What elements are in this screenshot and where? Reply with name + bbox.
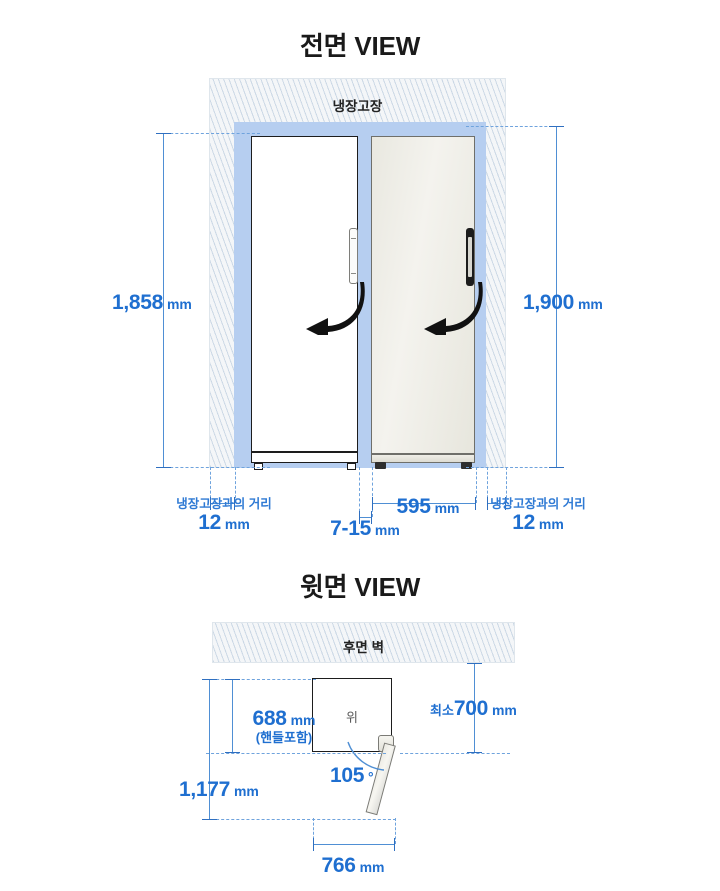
- ext-v-top-width-right: [394, 818, 396, 844]
- dim-label-total-depth: 1,177 mm: [179, 778, 259, 801]
- ext-top-unit-front: [206, 678, 316, 680]
- dim-line-clearance: [474, 663, 476, 753]
- left-door-swing-arrow: [306, 282, 365, 335]
- dim-line-total-width: [313, 844, 394, 846]
- door-angle-arc: [347, 741, 385, 771]
- left-refrigerator-base: [251, 452, 358, 463]
- dim-tick-total-width-left: [312, 838, 315, 851]
- dim-tick-clearance-bottom: [467, 751, 482, 754]
- dim-label-left-height: 1,858 mm: [112, 291, 192, 314]
- dim-line-right-height: [556, 126, 558, 468]
- ext-top-clearance-bottom: [400, 752, 510, 754]
- dim-tick-total-depth-bottom: [202, 818, 217, 821]
- left-refrigerator-foot-left: [254, 463, 263, 470]
- dim-tick-width-start: [371, 497, 374, 510]
- dim-tick-right-gap-end: [504, 497, 507, 510]
- ext-top-door-tip: [206, 818, 396, 820]
- dim-line-left-gap: [211, 503, 234, 505]
- dim-line-right-gap: [488, 503, 505, 505]
- dim-line-center-gap: [360, 517, 371, 519]
- dim-tick-total-depth-top: [202, 678, 217, 681]
- dim-tick-depth-handle-bottom: [225, 751, 240, 754]
- ext-v-cabinet-left: [209, 467, 211, 503]
- dim-label-clearance: 최소700 mm: [430, 697, 517, 720]
- ext-v-top-width-left: [312, 818, 314, 844]
- top-view-unit-label: 위: [346, 710, 358, 725]
- right-door-swing-arrow: [424, 282, 483, 335]
- dim-line-width: [372, 503, 475, 505]
- dim-tick-left-gap-start: [209, 497, 212, 510]
- dim-tick-center-gap-start: [358, 511, 361, 524]
- dim-tick-right-gap-start: [486, 497, 489, 510]
- dim-label-depth-handle: 688 mm (핸들포함): [252, 707, 316, 746]
- left-refrigerator-handle: [349, 228, 358, 284]
- right-refrigerator-base: [371, 454, 475, 463]
- dim-tick-left-height-bottom: [156, 466, 171, 469]
- front-view-title: 전면 VIEW: [299, 31, 421, 61]
- ext-v-opening-left: [234, 467, 236, 503]
- ext-v-left-fridge-right: [358, 467, 360, 517]
- dim-tick-left-height-top: [156, 132, 171, 135]
- ext-v-right-fridge-right: [475, 467, 477, 503]
- ext-v-opening-right: [486, 467, 488, 503]
- ext-line-left-bottom: [160, 467, 270, 468]
- ext-line-left-top: [160, 133, 260, 134]
- left-refrigerator-body: [251, 136, 358, 452]
- ext-top-unit-back: [206, 752, 386, 754]
- right-refrigerator-body: [371, 136, 475, 454]
- dim-tick-right-height-bottom: [549, 466, 564, 469]
- dim-label-door-angle: 105 °: [330, 764, 374, 787]
- dim-label-total-width: 766 mm: [321, 854, 385, 877]
- right-refrigerator-foot-right: [461, 462, 472, 469]
- dim-line-left-height: [163, 133, 165, 468]
- dim-tick-total-width-right: [393, 838, 396, 851]
- rear-wall-label: 후면 벽: [342, 640, 384, 655]
- ext-line-right-bottom: [466, 467, 562, 468]
- rear-wall-hatch: 후면 벽: [212, 622, 515, 663]
- dim-label-right-height: 1,900 mm: [523, 291, 603, 314]
- front-cabinet-label: 냉장고장: [332, 99, 383, 114]
- dim-tick-depth-handle-top: [225, 678, 240, 681]
- ext-v-cabinet-right: [505, 467, 507, 503]
- dim-label-center-gap: 7-15 mm: [330, 517, 400, 540]
- dim-label-right-gap: 냉장고장과의 거리 12 mm: [490, 497, 586, 535]
- dim-tick-right-height-top: [549, 125, 564, 128]
- ext-v-right-fridge-left: [371, 467, 373, 517]
- top-view-title: 윗면 VIEW: [299, 572, 421, 602]
- left-refrigerator-foot-right: [347, 463, 356, 470]
- dim-tick-left-gap-end: [233, 497, 236, 510]
- right-refrigerator-handle: [466, 228, 474, 286]
- dim-tick-center-gap-end: [370, 511, 373, 524]
- dim-line-total-depth: [209, 679, 211, 819]
- right-refrigerator-foot-left: [375, 462, 386, 469]
- dim-line-depth-handle: [232, 679, 234, 752]
- dim-tick-width-end: [474, 497, 477, 510]
- dim-tick-clearance-top: [467, 662, 482, 665]
- dim-label-left-gap: 냉장고장과의 거리 12 mm: [176, 497, 272, 535]
- dim-label-width: 595 mm: [396, 495, 460, 518]
- ext-line-right-top: [466, 126, 562, 127]
